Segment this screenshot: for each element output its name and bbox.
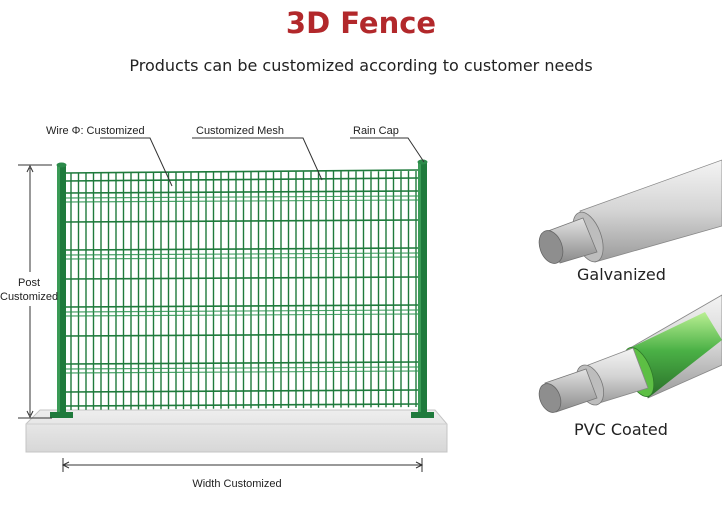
fence-post-left [50, 162, 73, 418]
callout-post-line2: Customized [0, 291, 59, 303]
callout-leaders [18, 137, 425, 472]
mesh-panel [65, 169, 419, 410]
callout-post-line1: Post [17, 277, 40, 289]
fence-post-right [411, 159, 434, 418]
pvc-coated-pipe [538, 294, 722, 413]
callout-wire: Wire Φ: Customized [46, 125, 145, 137]
concrete-base [25, 409, 448, 453]
page-subtitle: Products can be customized according to … [129, 56, 593, 75]
callout-mesh: Customized Mesh [196, 125, 285, 137]
callout-width: Width Customized [192, 478, 282, 490]
pvc-coated-label: PVC Coated [574, 420, 668, 439]
galvanized-pipe [538, 159, 722, 264]
callout-rain-cap: Rain Cap [353, 125, 399, 137]
galvanized-label: Galvanized [577, 265, 666, 284]
page-title: 3D Fence [285, 6, 437, 40]
